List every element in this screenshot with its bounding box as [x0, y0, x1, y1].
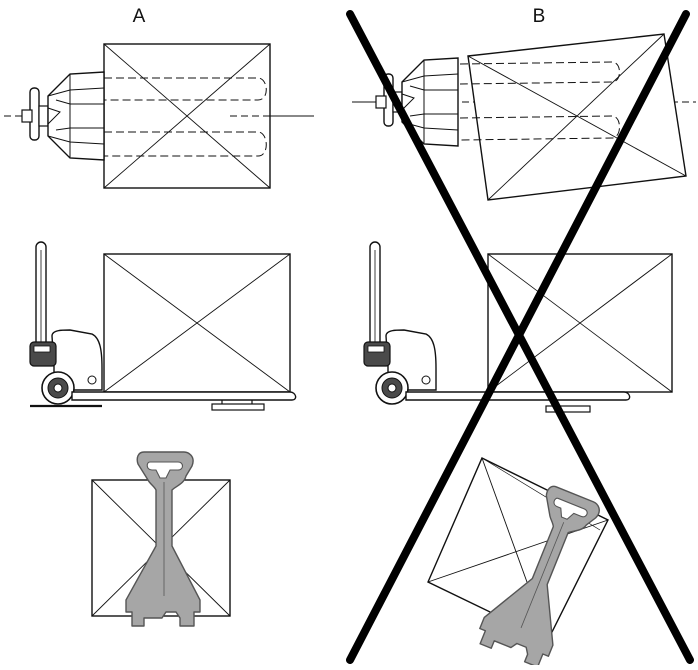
- front-view-incorrect: [427, 457, 610, 670]
- column-label-a: A: [132, 6, 146, 27]
- large-x-icon: [346, 10, 694, 664]
- side-view-incorrect: [363, 241, 673, 413]
- incorrect-loading-examples: [346, 10, 696, 670]
- side-view-correct: [29, 241, 297, 411]
- top-view-correct: [3, 43, 316, 189]
- correct-loading-examples: [3, 43, 316, 627]
- front-view-correct: [91, 451, 231, 627]
- column-label-b: B: [532, 6, 546, 27]
- pallet-truck-top: [357, 57, 459, 147]
- pallet-truck-top: [3, 71, 105, 161]
